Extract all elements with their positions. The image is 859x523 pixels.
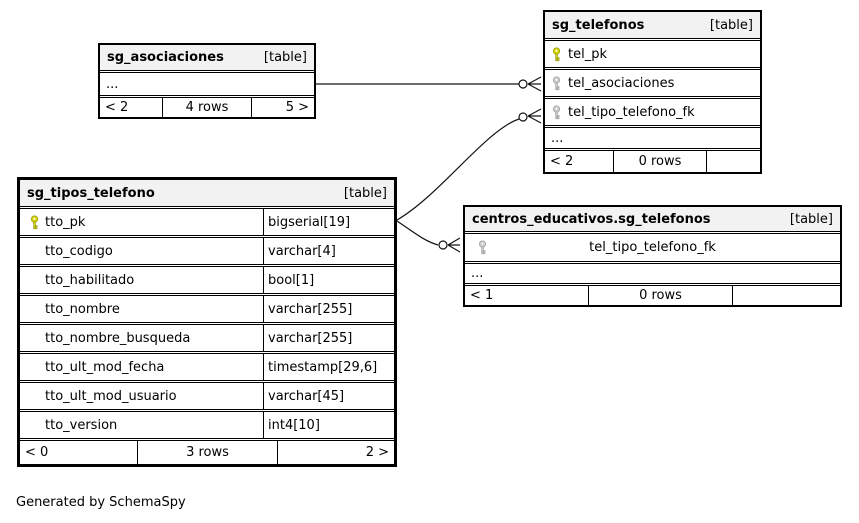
footer-row-count: 4 rows <box>162 98 252 117</box>
table-header: sg_asociaciones [table] <box>100 45 314 71</box>
column-type: timestamp[29,6] <box>263 354 394 380</box>
table-footer: < 2 0 rows <box>545 150 760 172</box>
table-title: centros_educativos.sg_telefonos <box>472 211 711 227</box>
column-name: tto_codigo <box>45 243 113 259</box>
table-sg-telefonos[interactable]: sg_telefonos [table] tel_pk tel_asociaci… <box>543 10 762 174</box>
footer-related-right <box>733 286 840 305</box>
column-row: tto_pk bigserial[19] <box>20 208 394 236</box>
column-name: tto_habilitado <box>45 272 135 288</box>
footer-row-count: 3 rows <box>137 441 278 464</box>
footer-related-left: < 2 <box>550 154 574 169</box>
footer-related-left: < 1 <box>470 288 494 303</box>
footer-related-right: 5 > <box>285 100 309 115</box>
column-type: varchar[45] <box>263 383 394 409</box>
table-header: centros_educativos.sg_telefonos [table] <box>465 207 840 232</box>
hidden-columns-ellipsis: ... <box>100 72 314 96</box>
foreign-key-icon <box>551 75 562 91</box>
table-type-tag: [table] <box>789 211 833 227</box>
table-footer: < 2 4 rows 5 > <box>100 97 314 117</box>
relationship-tipos-telefonos <box>396 108 542 221</box>
footer-row-count: 0 rows <box>613 151 707 172</box>
column-row: tto_codigo varchar[4] <box>20 237 394 265</box>
table-centros-educativos-sg-telefonos[interactable]: centros_educativos.sg_telefonos [table] … <box>463 205 842 307</box>
primary-key-icon <box>551 46 562 62</box>
table-title: sg_telefonos <box>552 17 645 33</box>
column-name: tto_nombre <box>45 301 120 317</box>
relationship-asociaciones-telefonos <box>316 76 542 92</box>
column-name: tel_asociaciones <box>568 75 675 91</box>
column-row: tel_pk <box>545 40 760 68</box>
column-name: tto_ult_mod_fecha <box>45 359 165 375</box>
column-type: varchar[255] <box>263 296 394 322</box>
table-type-tag: [table] <box>263 50 307 65</box>
column-row: tel_asociaciones <box>545 69 760 97</box>
table-header: sg_tipos_telefono [table] <box>20 180 394 207</box>
footer-row-count: 0 rows <box>588 286 733 305</box>
footer-related-left: < 0 <box>25 445 49 460</box>
table-footer: < 0 3 rows 2 > <box>20 440 394 464</box>
column-name: tto_ult_mod_usuario <box>45 388 177 404</box>
column-name: tel_tipo_telefono_fk <box>568 104 695 120</box>
primary-key-icon <box>29 214 40 230</box>
table-sg-tipos-telefono[interactable]: sg_tipos_telefono [table] tto_pk bigseri… <box>17 177 397 467</box>
footer-related-right <box>707 151 760 172</box>
column-row: tto_habilitado bool[1] <box>20 266 394 294</box>
column-name: tto_pk <box>45 214 86 230</box>
table-type-tag: [table] <box>709 17 753 33</box>
column-row: tel_tipo_telefono_fk <box>465 233 840 262</box>
column-name: tel_tipo_telefono_fk <box>589 240 716 255</box>
hidden-columns-ellipssis: ... <box>465 263 840 284</box>
column-name: tto_version <box>45 417 118 433</box>
column-row: tto_ult_mod_usuario varchar[45] <box>20 382 394 410</box>
column-type: int4[10] <box>263 412 394 438</box>
column-row: tto_version int4[10] <box>20 411 394 439</box>
column-name: tel_pk <box>568 46 607 62</box>
generated-by-credit: Generated by SchemaSpy <box>16 495 186 510</box>
table-sg-asociaciones[interactable]: sg_asociaciones [table] ... < 2 4 rows 5… <box>98 43 316 119</box>
column-row: tto_nombre varchar[255] <box>20 295 394 323</box>
column-type: varchar[255] <box>263 325 394 351</box>
column-type: bigserial[19] <box>263 209 394 235</box>
column-row: tel_tipo_telefono_fk <box>545 98 760 126</box>
column-name: tto_nombre_busqueda <box>45 330 191 346</box>
footer-related-left: < 2 <box>105 100 129 115</box>
column-type: bool[1] <box>263 267 394 293</box>
table-title: sg_tipos_telefono <box>27 185 155 201</box>
column-row: tto_nombre_busqueda varchar[255] <box>20 324 394 352</box>
relationship-tipos-centros <box>396 220 461 253</box>
table-header: sg_telefonos [table] <box>545 12 760 39</box>
foreign-key-icon <box>551 104 562 120</box>
hidden-columns-ellipsis: ... <box>545 127 760 149</box>
table-footer: < 1 0 rows <box>465 285 840 305</box>
table-title: sg_asociaciones <box>107 50 224 65</box>
column-row: tto_ult_mod_fecha timestamp[29,6] <box>20 353 394 381</box>
foreign-key-icon <box>477 240 488 255</box>
footer-related-right: 2 > <box>365 445 389 460</box>
column-type: varchar[4] <box>263 238 394 264</box>
table-type-tag: [table] <box>343 185 387 201</box>
